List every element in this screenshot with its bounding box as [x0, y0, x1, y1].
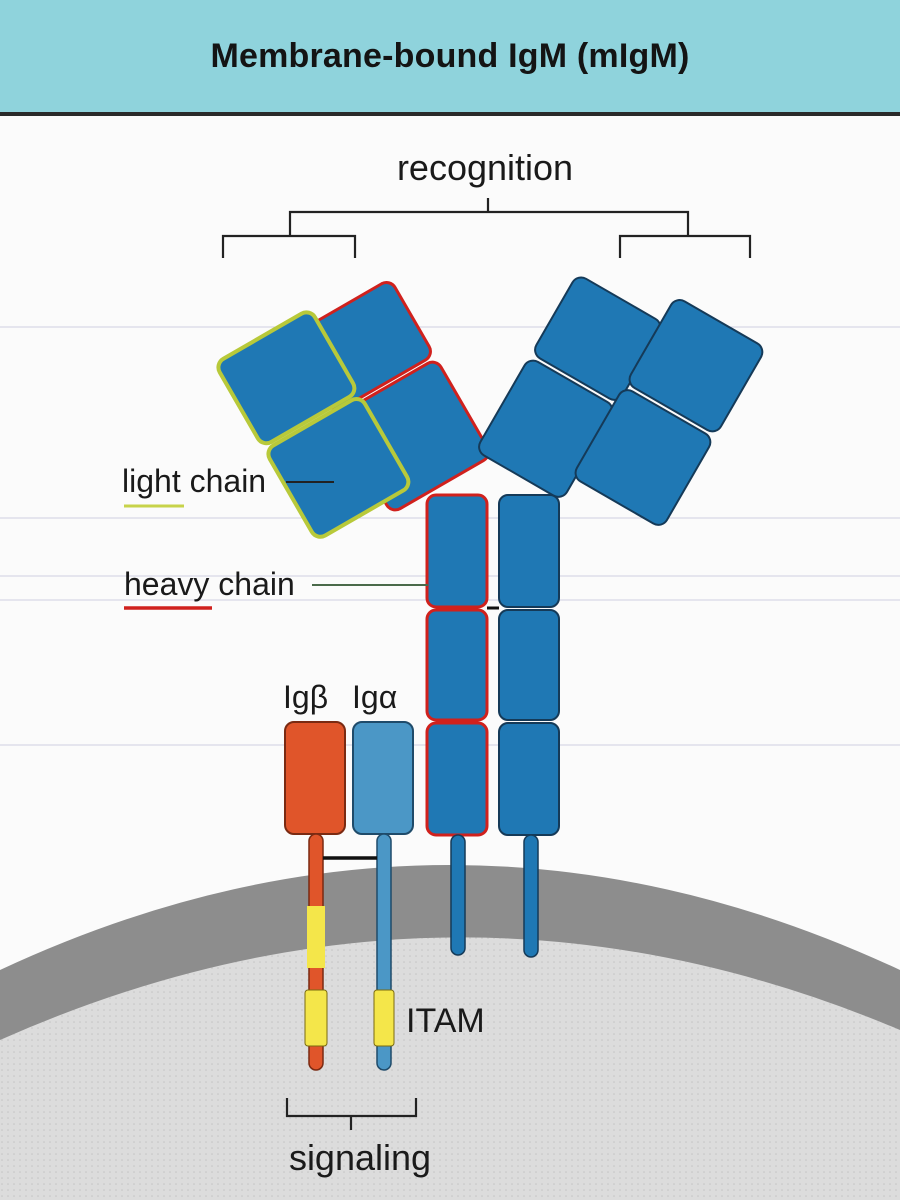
ch2-domain-right	[498, 494, 560, 608]
recognition-label: recognition	[397, 147, 573, 188]
tm-tail-left	[450, 834, 466, 956]
ig-beta-label: Igβ	[283, 679, 328, 715]
recognition-bracket	[221, 198, 752, 258]
tm-tail-right	[523, 834, 539, 958]
ig-beta	[284, 721, 346, 1071]
ch4-domain-right	[498, 722, 560, 836]
cl-domain-right	[574, 389, 712, 526]
fc-heavy-right	[498, 494, 560, 958]
right-fab-light	[574, 299, 764, 526]
vl-domain-right	[628, 299, 764, 433]
ig-beta-itam	[304, 989, 328, 1047]
signaling-label: signaling	[289, 1137, 431, 1178]
ig-alpha-itam	[373, 989, 395, 1047]
ig-beta-itam-upper	[307, 906, 325, 968]
ig-beta-domain	[284, 721, 346, 835]
diagram-title: Membrane-bound IgM (mIgM)	[210, 36, 690, 75]
light-chain-label: light chain	[122, 463, 266, 499]
ig-alpha-label: Igα	[352, 679, 397, 715]
itam-label: ITAM	[406, 1002, 485, 1040]
ig-alpha	[352, 721, 414, 1071]
left-fab-light	[216, 310, 411, 539]
heavy-chain-label: heavy chain	[124, 566, 295, 602]
ch3-domain-left	[425, 608, 489, 722]
fc-heavy-left	[425, 493, 489, 956]
vl-domain-left	[216, 310, 357, 446]
ig-alpha-domain	[352, 721, 414, 835]
ch4-domain-left	[425, 721, 489, 837]
cl-domain-left	[266, 397, 411, 539]
ch3-domain-right	[498, 609, 560, 721]
title-banner: Membrane-bound IgM (mIgM)	[0, 0, 900, 116]
ch2-domain-left	[425, 493, 489, 609]
cytoplasm	[0, 937, 900, 1200]
